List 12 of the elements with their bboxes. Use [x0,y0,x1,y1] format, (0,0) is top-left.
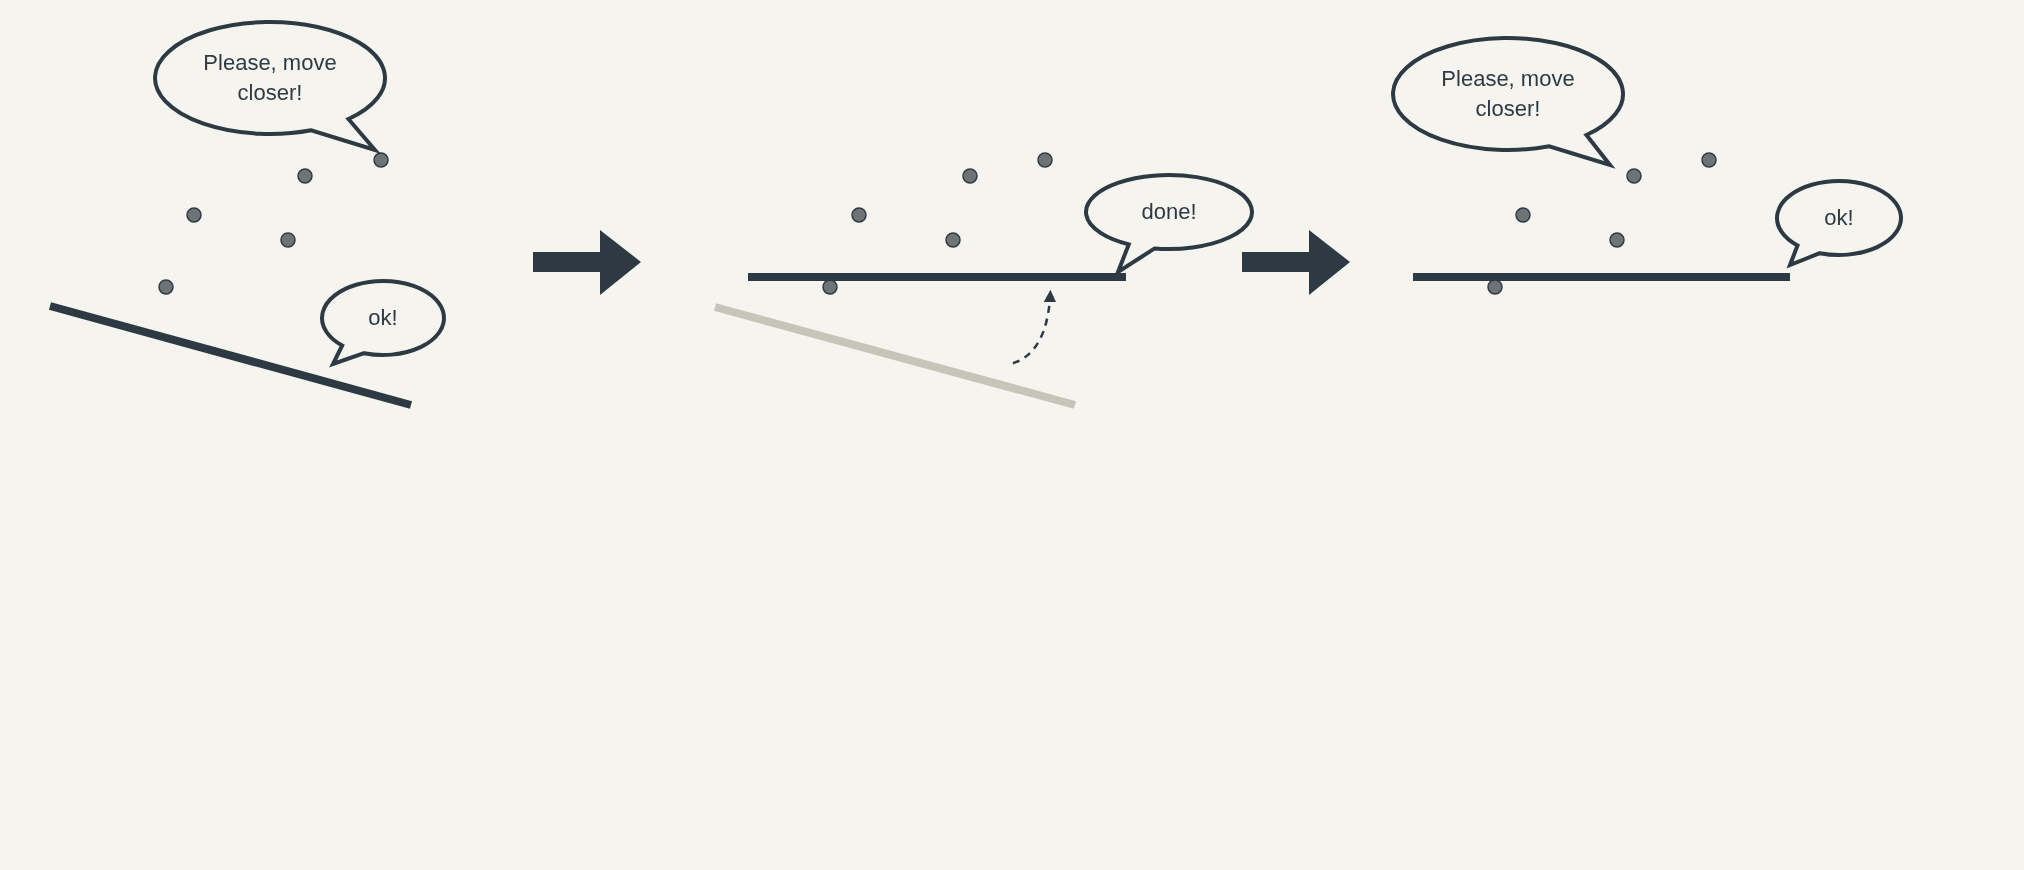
bubble-text: done! [1140,198,1198,226]
curved-arrow [1012,289,1056,365]
bubble-text: Please, move closer! [202,49,338,107]
speech-bubble [1773,177,1905,269]
bubble-text: Please, move closer! [1440,65,1576,123]
speech-bubble [1082,171,1256,276]
speech-bubble [1389,34,1627,169]
bar-line [711,303,1079,409]
speech-bubble [151,18,389,154]
speech-bubble [318,277,448,368]
bubble-text: ok! [1823,204,1855,232]
bubble-text: ok! [367,304,399,332]
